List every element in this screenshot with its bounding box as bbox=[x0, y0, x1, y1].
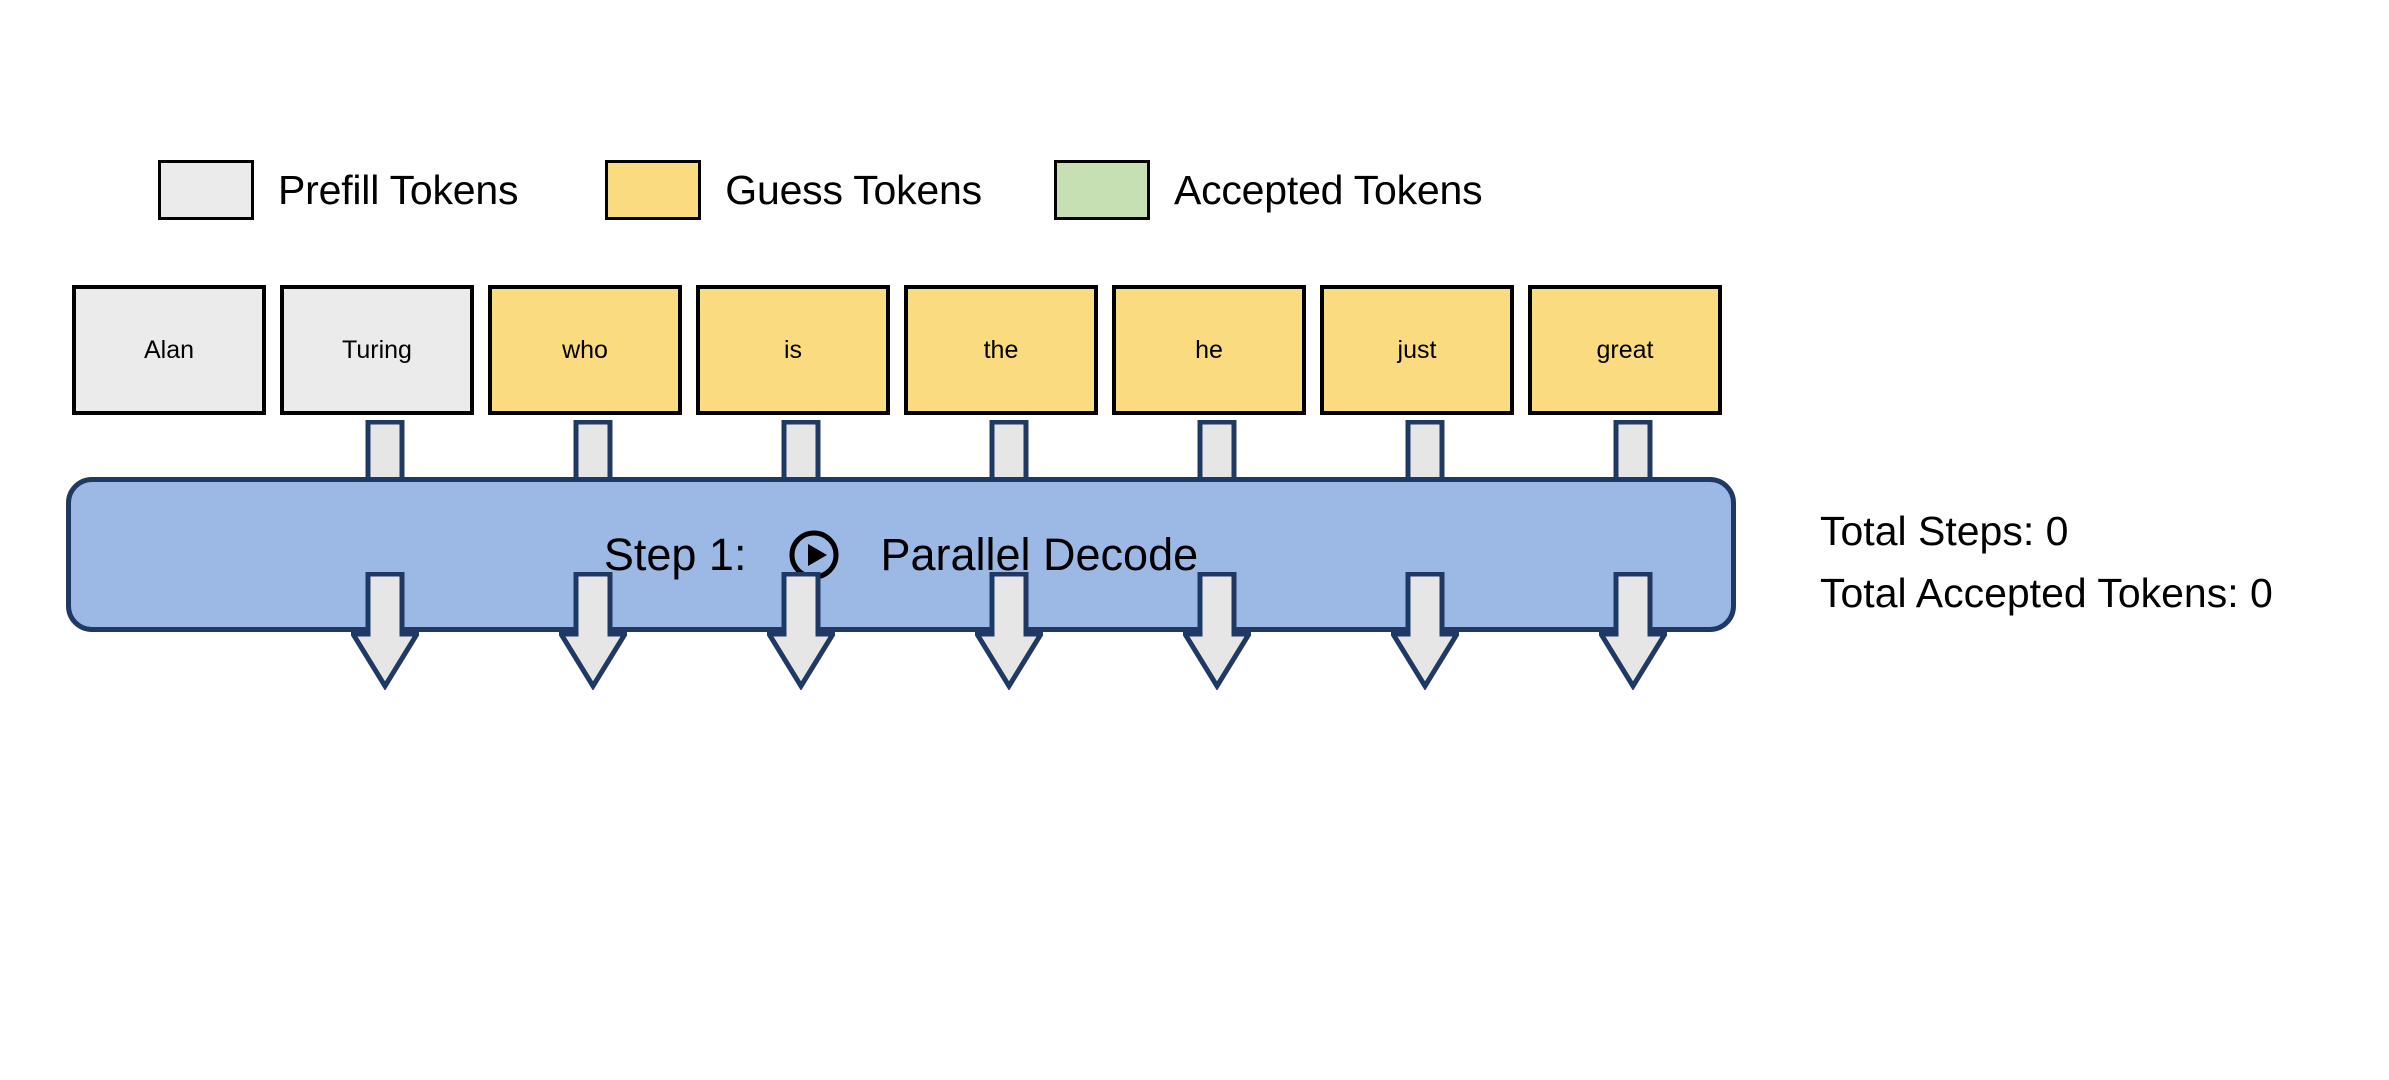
total-steps-stat: Total Steps: 0 bbox=[1820, 508, 2069, 554]
token-box[interactable]: Alan bbox=[72, 285, 266, 415]
legend-label-prefill: Prefill Tokens bbox=[278, 166, 519, 213]
token-sequence: Alan Turing who is the he just great bbox=[72, 285, 1722, 415]
token-box[interactable]: Turing bbox=[280, 285, 474, 415]
output-arrow-icon bbox=[1388, 571, 1462, 691]
token-box[interactable]: is bbox=[696, 285, 890, 415]
token-label: is bbox=[783, 335, 803, 364]
total-accepted-tokens-stat: Total Accepted Tokens: 0 bbox=[1820, 570, 2273, 616]
legend: Prefill Tokens Guess Tokens Accepted Tok… bbox=[158, 155, 1483, 225]
prefill-swatch-icon bbox=[158, 160, 254, 220]
legend-item-guess: Guess Tokens bbox=[605, 155, 982, 225]
decode-stage: Step 1: Parallel Decode bbox=[66, 419, 1736, 691]
token-label: just bbox=[1397, 335, 1437, 364]
token-label: Alan bbox=[143, 335, 195, 364]
output-arrow-icon bbox=[1180, 571, 1254, 691]
token-label: great bbox=[1596, 335, 1654, 364]
accepted-swatch-icon bbox=[1053, 160, 1150, 220]
legend-item-accepted: Accepted Tokens bbox=[1053, 155, 1483, 225]
legend-label-guess: Guess Tokens bbox=[725, 166, 982, 213]
token-label: the bbox=[983, 335, 1019, 364]
token-box[interactable]: who bbox=[488, 285, 682, 415]
guess-swatch-icon bbox=[605, 160, 702, 220]
output-arrow-icon bbox=[972, 571, 1046, 691]
token-label: who bbox=[562, 335, 608, 364]
output-arrow-icon bbox=[348, 571, 422, 691]
output-arrow-icon bbox=[1596, 571, 1670, 691]
token-label: he bbox=[1195, 335, 1223, 364]
token-box[interactable]: just bbox=[1320, 285, 1514, 415]
output-arrow-icon bbox=[764, 571, 838, 691]
token-box[interactable]: the bbox=[904, 285, 1098, 415]
legend-item-prefill: Prefill Tokens bbox=[158, 155, 518, 225]
token-box[interactable]: great bbox=[1528, 285, 1722, 415]
output-arrow-icon bbox=[556, 571, 630, 691]
legend-label-accepted: Accepted Tokens bbox=[1173, 166, 1483, 213]
parallel-decode-bar[interactable] bbox=[66, 477, 1736, 632]
token-label: Turing bbox=[342, 335, 412, 364]
token-box[interactable]: he bbox=[1112, 285, 1306, 415]
stats-panel: Total Steps: 0 Total Accepted Tokens: 0 bbox=[1820, 500, 2360, 624]
